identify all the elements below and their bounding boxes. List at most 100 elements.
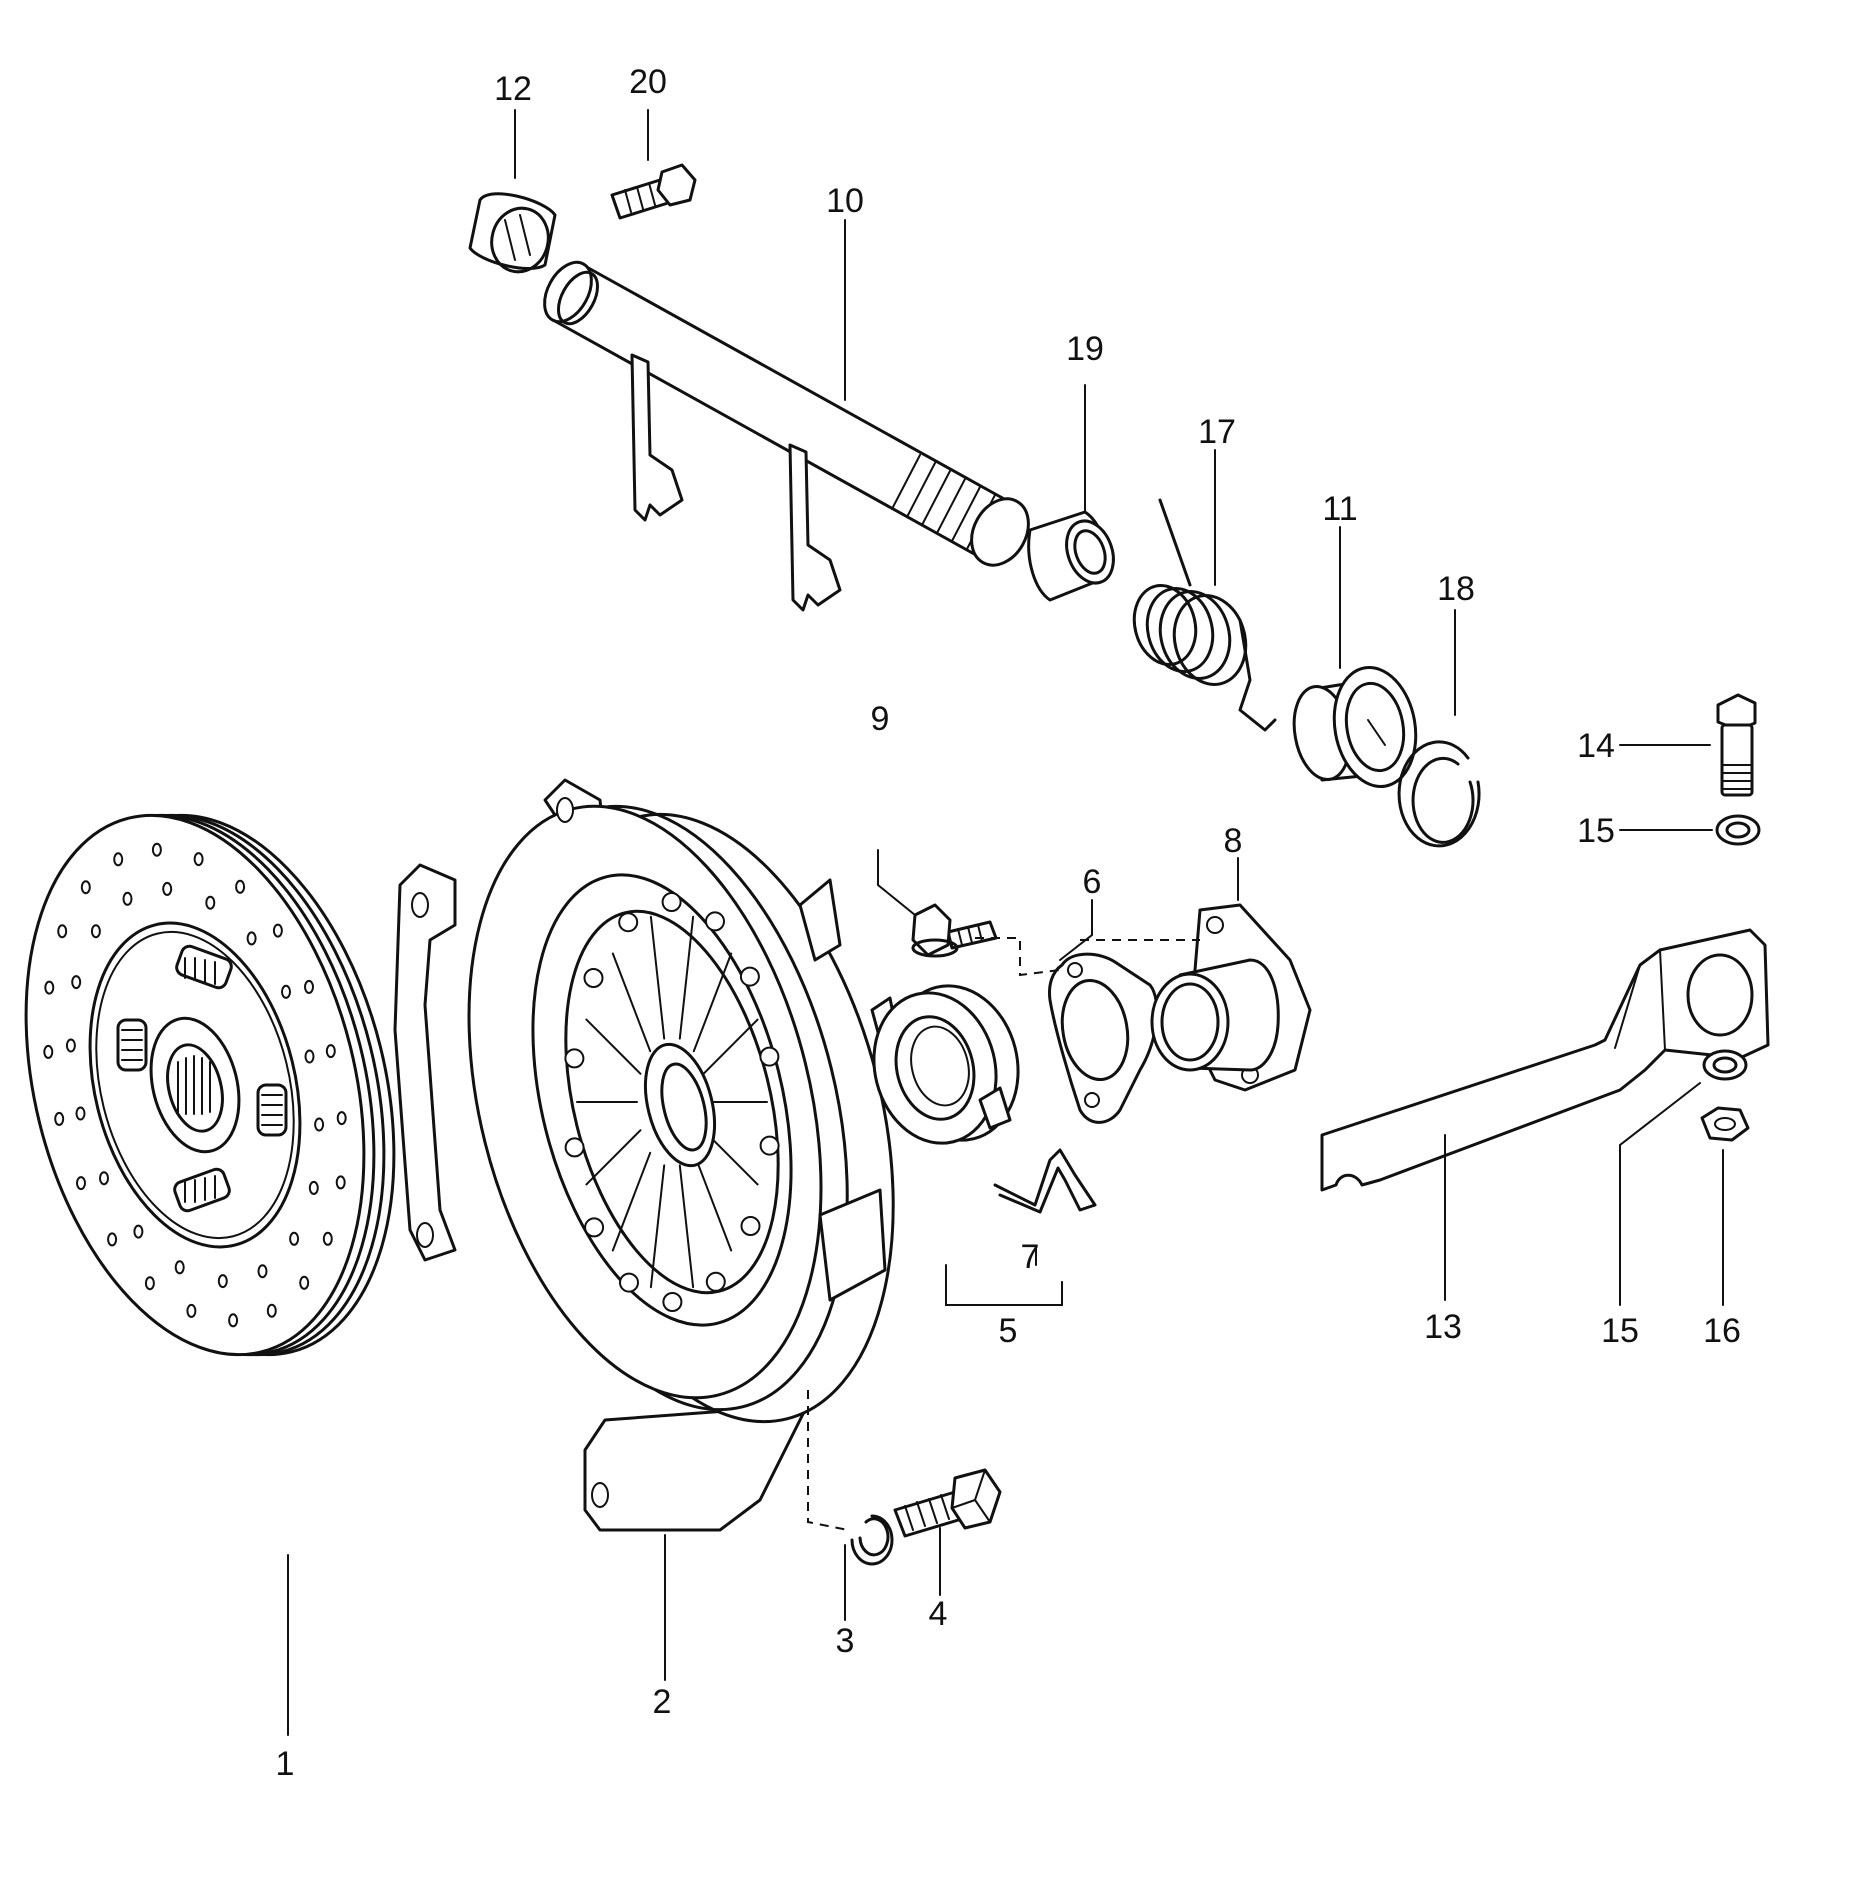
rivet-hole: [228, 1313, 239, 1328]
diaphragm-hole: [583, 968, 604, 988]
rivet-hole: [272, 923, 283, 938]
washer-upper-hole: [1725, 821, 1751, 839]
rivet-hole: [65, 1038, 76, 1053]
diaphragm-hole: [662, 1292, 683, 1312]
clutch-disc: [24, 813, 396, 1357]
small-bush: [1027, 510, 1115, 602]
diaphragm-finger: [649, 915, 666, 1040]
diaphragm-hole: [740, 1216, 761, 1236]
rivet-hole: [235, 879, 246, 894]
callout-15-upper: 15: [1577, 812, 1615, 850]
callout-2: 2: [653, 1683, 672, 1721]
rivet-hole: [304, 979, 314, 994]
callout-19: 19: [1066, 330, 1104, 368]
diaphragm-hole: [564, 1137, 585, 1158]
lock-washer: [850, 1514, 894, 1566]
bolt-with-washer: [911, 903, 998, 958]
callout-17: 17: [1198, 413, 1236, 451]
callout-9: 9: [871, 700, 890, 738]
diaphragm-finger: [692, 1151, 733, 1252]
leader-lines: [287, 109, 1724, 1736]
rivet-hole: [281, 984, 291, 999]
rivet-hole: [122, 891, 133, 906]
callout-6: 6: [1083, 863, 1102, 901]
torsion-spring: [1132, 498, 1277, 732]
rivet-hole: [193, 852, 204, 867]
diaphragm-hole: [705, 1271, 726, 1292]
guide-sleeve: [1150, 903, 1312, 1092]
diaphragm-finger: [678, 915, 695, 1040]
bolt-long: [1716, 693, 1757, 797]
rivet-hole: [162, 881, 173, 896]
callout-10: 10: [826, 182, 864, 220]
rivet-hole: [43, 1044, 54, 1059]
callout-14: 14: [1577, 727, 1615, 765]
callout-8: 8: [1224, 822, 1243, 860]
bolt-top: [610, 163, 697, 220]
callout-12: 12: [494, 70, 532, 108]
rivet-hole: [71, 975, 82, 990]
rivet-hole: [174, 1260, 185, 1275]
rivet-hole: [336, 1111, 347, 1126]
diaphragm-hole: [759, 1135, 780, 1156]
diaphragm-finger: [692, 952, 733, 1053]
rivet-hole: [107, 1232, 118, 1247]
rivet-hole: [217, 1274, 228, 1289]
rivet-hole: [144, 1276, 155, 1291]
release-shaft: [543, 260, 1030, 612]
callout-labels: 1 2 3 4 5 6 7 8 9 10 11 12 13 14 15 15 1…: [276, 63, 1741, 1783]
rivet-hole: [151, 842, 162, 857]
retaining-spring: [993, 1148, 1097, 1214]
washer-lower: [1702, 1049, 1748, 1081]
callout-3: 3: [836, 1622, 855, 1660]
rivet-hole: [257, 1264, 268, 1279]
diaphragm-finger: [585, 1018, 642, 1075]
diaphragm-finger: [611, 1151, 652, 1252]
rivet-hole: [335, 1175, 346, 1190]
rivet-hole: [289, 1231, 300, 1246]
diaphragm-hole: [705, 911, 725, 932]
rivet-hole: [325, 1044, 336, 1059]
diaphragm-hole: [584, 1217, 605, 1238]
diaphragm-hole: [564, 1048, 585, 1069]
rivet-hole: [133, 1224, 144, 1239]
diaphragm-finger: [678, 1164, 695, 1289]
rivet-hole: [205, 895, 216, 910]
diaphragm-hole: [759, 1046, 780, 1067]
rivet-hole: [54, 1111, 65, 1126]
callout-18: 18: [1437, 570, 1475, 608]
rivet-hole: [80, 880, 91, 895]
gasket: [1048, 952, 1159, 1124]
rivet-hole: [304, 1049, 315, 1064]
diaphragm-finger: [585, 1129, 642, 1186]
diaphragm-finger: [702, 1018, 759, 1075]
rivet-hole: [322, 1231, 333, 1246]
rivet-hole: [99, 1171, 109, 1186]
callout-13: 13: [1424, 1308, 1462, 1346]
rivet-hole: [76, 1176, 86, 1191]
diaphragm-finger: [611, 952, 652, 1053]
rivet-hole: [57, 924, 68, 939]
flanged-bushing: [1292, 666, 1418, 788]
callout-11: 11: [1322, 490, 1357, 528]
rivet-hole: [308, 1180, 319, 1195]
bushing: [468, 192, 557, 274]
rivet-hole: [75, 1106, 86, 1121]
rivet-hole: [314, 1117, 325, 1132]
pressure-plate: [393, 778, 895, 1532]
rivet-hole: [266, 1303, 277, 1318]
rivet-hole: [299, 1275, 310, 1290]
rivet-hole: [186, 1303, 197, 1318]
release-bearing: [870, 984, 1020, 1145]
washer-lower-hole: [1712, 1056, 1738, 1074]
callout-5: 5: [999, 1312, 1018, 1350]
damper-springs: [116, 944, 288, 1213]
hex-nut: [1700, 1106, 1750, 1142]
diaphragm-fingers: [564, 892, 780, 1312]
hex-bolt: [893, 1468, 1002, 1538]
callout-7: 7: [1021, 1238, 1040, 1276]
rivet-hole: [246, 931, 257, 946]
circlip: [1397, 740, 1481, 848]
callout-4: 4: [929, 1595, 948, 1633]
